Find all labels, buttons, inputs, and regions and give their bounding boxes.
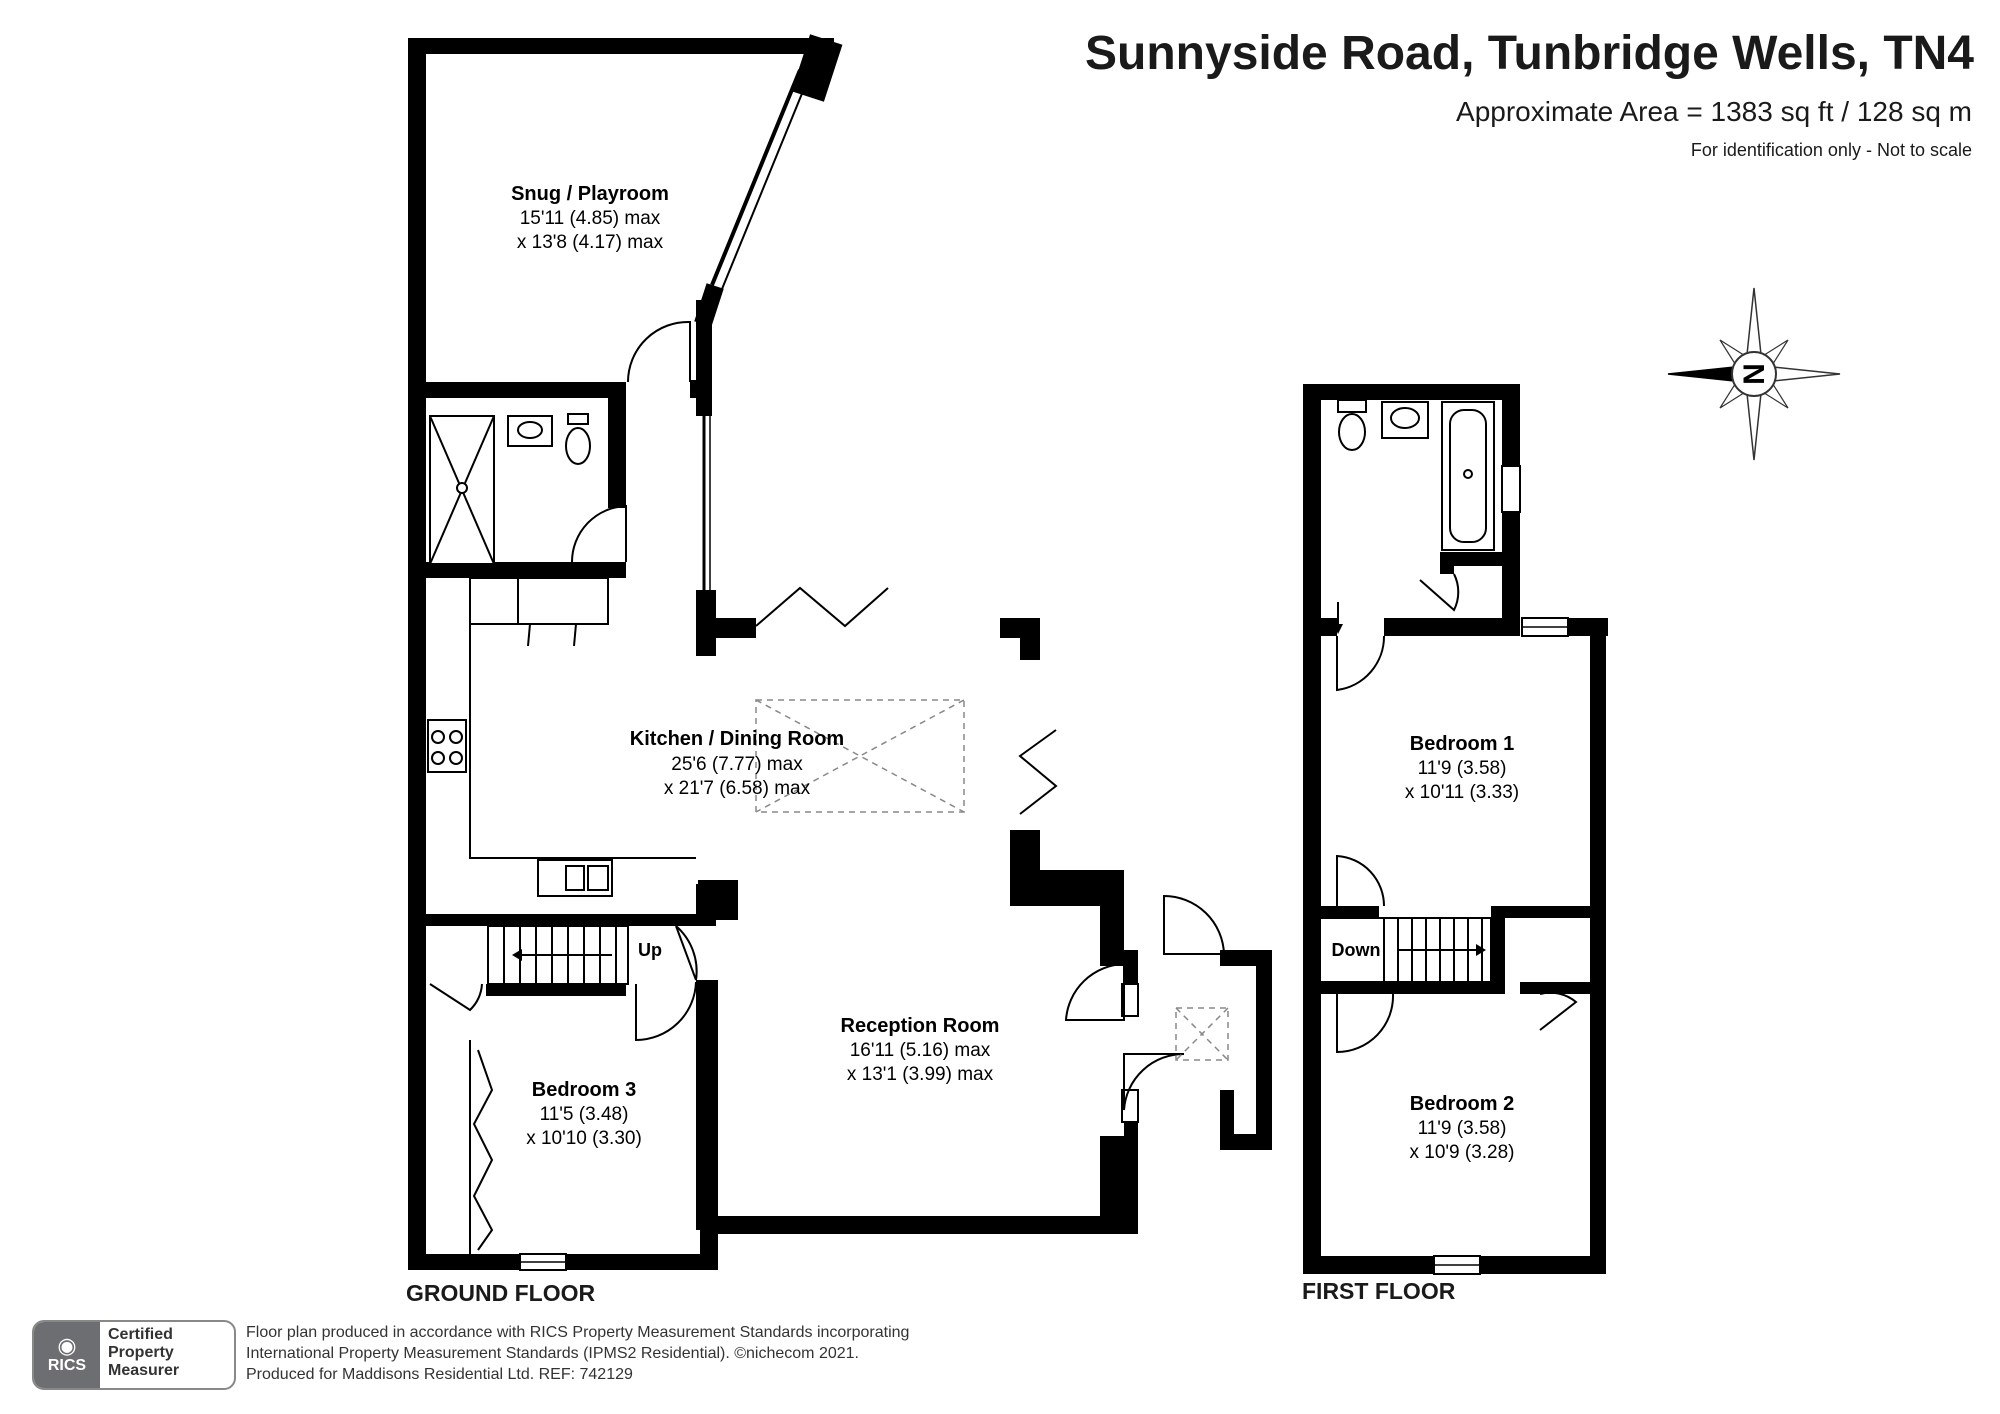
disclaimer-note: For identification only - Not to scale (1690, 140, 1972, 160)
room-bedroom-3: Bedroom 3 11'5 (3.48) x 10'10 (3.30) (526, 1079, 642, 1149)
porch-skylight (1175, 1007, 1229, 1061)
room-snug: Snug / Playroom 15'11 (4.85) max x 13'8 … (511, 183, 669, 253)
room-dimension: 11'9 (3.58) (1418, 758, 1507, 779)
footer-notes: Floor plan produced in accordance with R… (246, 1322, 909, 1385)
room-dimension: x 10'11 (3.33) (1405, 782, 1519, 803)
room-reception: Reception Room 16'11 (5.16) max x 13'1 (… (841, 1015, 1000, 1085)
rics-logo-text: RICS (47, 1357, 87, 1374)
toilet (565, 427, 591, 465)
ground-floor-label: GROUND FLOOR (406, 1280, 596, 1306)
room-kitchen: Kitchen / Dining Room 25'6 (7.77) max x … (630, 728, 844, 799)
badge-text: Certified Property Measurer (100, 1322, 234, 1388)
hob (427, 719, 467, 773)
room-bedroom-1: Bedroom 1 11'9 (3.58) x 10'11 (3.33) (1405, 733, 1519, 803)
room-dimension: 25'6 (7.77) max (671, 754, 803, 775)
room-dimension: x 13'1 (3.99) max (847, 1064, 994, 1085)
room-dimension: 11'9 (3.58) (1418, 1118, 1507, 1139)
compass-icon: N (1667, 287, 1841, 461)
first-floor-label: FIRST FLOOR (1302, 1278, 1456, 1304)
compass-north-label: N (1738, 363, 1771, 385)
approximate-area: Approximate Area = 1383 sq ft / 128 sq m (1456, 96, 1972, 127)
room-name: Kitchen / Dining Room (630, 728, 844, 750)
first-floor-stairs (1321, 917, 1492, 983)
room-dimension: 16'11 (5.16) max (850, 1040, 991, 1061)
room-dimension: x 10'9 (3.28) (1409, 1142, 1514, 1163)
stairs-up-label: Up (638, 940, 662, 960)
badge-line: Certified (108, 1326, 173, 1343)
ground-floor-stairs (487, 925, 629, 985)
stairs-down-label: Down (1332, 940, 1381, 960)
room-dimension: 15'11 (4.85) max (520, 208, 661, 229)
rics-badge: ◉ RICS Certified Property Measurer (32, 1320, 236, 1390)
footer-line: Produced for Maddisons Residential Ltd. … (246, 1366, 633, 1383)
kitchen-fixtures (427, 577, 965, 897)
bathroom-fixtures (1337, 399, 1495, 551)
room-name: Bedroom 1 (1410, 733, 1514, 755)
room-dimension: x 21'7 (6.58) max (664, 778, 811, 799)
lion-icon: ◉ (57, 1333, 77, 1358)
ground-floor-windows (519, 983, 1139, 1271)
room-name: Reception Room (841, 1015, 1000, 1037)
footer-line: International Property Measurement Stand… (246, 1345, 859, 1362)
first-floor-doors (1333, 573, 1578, 1054)
toilet (1338, 413, 1366, 451)
first-floor-windows (1433, 465, 1569, 1275)
room-bedroom-2: Bedroom 2 11'9 (3.58) x 10'9 (3.28) (1409, 1093, 1514, 1163)
ground-floor-doors (429, 320, 1226, 1254)
property-title: Sunnyside Road, Tunbridge Wells, TN4 (1085, 27, 1974, 80)
footer-line: Floor plan produced in accordance with R… (246, 1324, 910, 1341)
room-name: Bedroom 2 (1410, 1093, 1514, 1115)
shower-room-fixtures (429, 413, 591, 565)
room-dimension: x 13'8 (4.17) max (517, 232, 664, 253)
room-dimension: 11'5 (3.48) (540, 1104, 629, 1125)
room-name: Bedroom 3 (532, 1079, 636, 1101)
room-dimension: x 10'10 (3.30) (526, 1128, 642, 1149)
badge-line: Property (108, 1344, 174, 1361)
ground-floor-walls (408, 34, 1272, 1270)
rics-logo: ◉ RICS (34, 1322, 100, 1388)
room-name: Snug / Playroom (511, 183, 669, 205)
badge-line: Measurer (108, 1362, 180, 1379)
